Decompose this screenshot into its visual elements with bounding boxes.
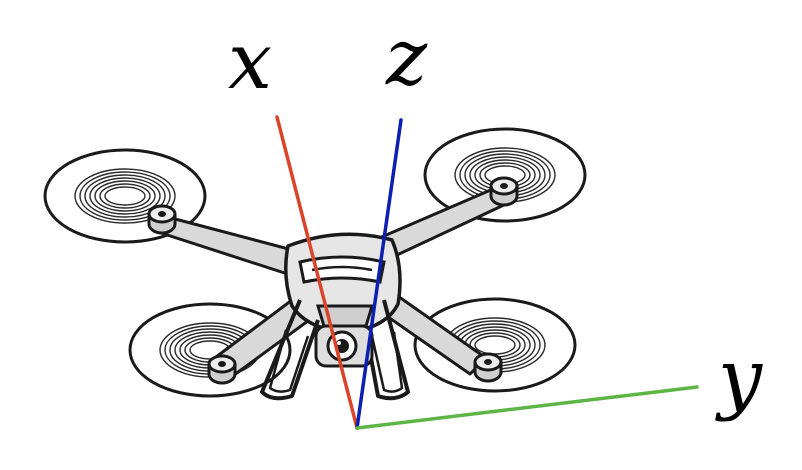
x-axis-line <box>275 115 359 430</box>
landing-gear-right <box>362 299 410 401</box>
drone-top-vent <box>298 255 386 284</box>
motor-back-right <box>489 176 519 207</box>
y-axis-label: y <box>715 333 763 423</box>
x-axis-label: x <box>228 17 272 107</box>
z-axis-label: z <box>385 13 428 103</box>
axes-group: x z y <box>228 13 763 430</box>
y-axis-line <box>355 385 699 430</box>
z-axis-line <box>355 118 403 430</box>
motor-back-left <box>147 204 177 235</box>
landing-gear-left <box>260 299 320 401</box>
arm-back-left <box>156 213 302 280</box>
motor-front-right <box>473 352 503 383</box>
motor-front-left <box>207 354 237 385</box>
